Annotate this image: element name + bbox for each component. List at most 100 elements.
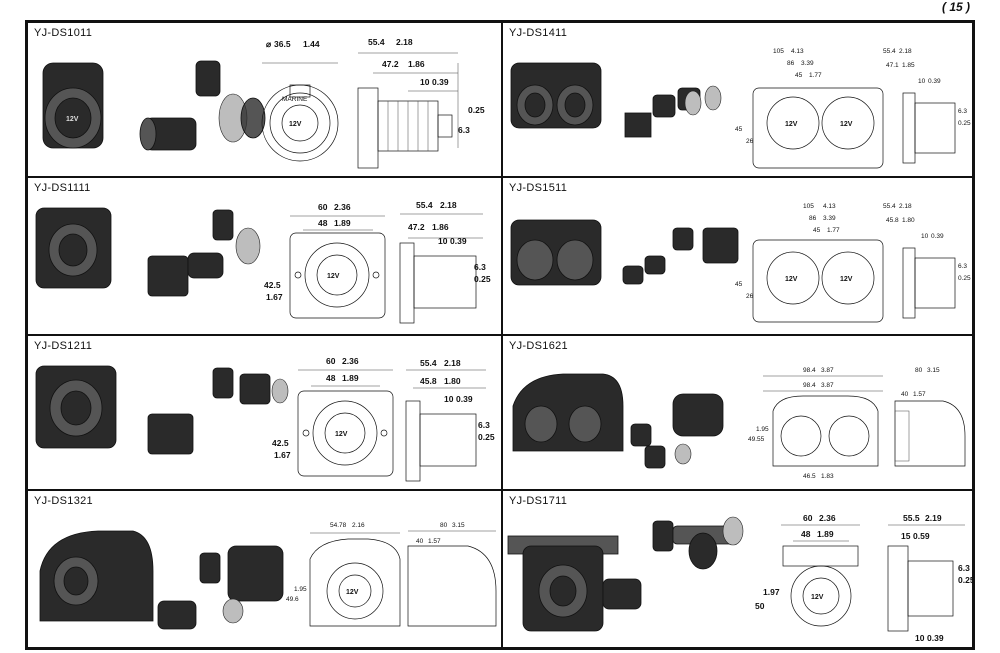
svg-text:1.77: 1.77 [809,72,822,79]
model-label: YJ-DS1621 [509,340,568,352]
product-cell-ds1711: YJ-DS1711 12V 60 2.36 48 1.89 50 [502,490,973,648]
svg-text:15: 15 [901,531,911,541]
svg-text:3.15: 3.15 [452,522,465,529]
socket-photo: 12V [42,62,104,149]
model-label: YJ-DS1711 [509,495,568,507]
svg-text:0.59: 0.59 [913,531,930,541]
svg-text:0.39: 0.39 [456,394,473,404]
svg-text:4.13: 4.13 [823,203,836,210]
page-number: ( 15 ) [941,0,970,14]
svg-text:47.1: 47.1 [886,62,899,69]
svg-text:45.8: 45.8 [886,217,899,224]
svg-text:6.3: 6.3 [474,262,486,272]
svg-text:10: 10 [438,236,448,246]
side-view: 80 3.15 40 1.57 [894,367,966,467]
svg-text:12V: 12V [840,276,853,283]
housing-photo [39,530,154,622]
svg-text:98.4: 98.4 [803,367,816,374]
side-view: 80 3.15 40 1.57 [407,522,497,627]
svg-text:40: 40 [416,538,424,545]
svg-text:0.39: 0.39 [432,77,449,87]
svg-text:6.3: 6.3 [958,263,967,270]
svg-text:12V: 12V [785,121,798,128]
svg-text:10: 10 [918,78,926,85]
svg-text:10: 10 [444,394,454,404]
svg-text:1.86: 1.86 [432,222,449,232]
dual-housing-photo [512,373,624,452]
svg-text:50: 50 [755,601,765,611]
product-cell-ds1211: YJ-DS1211 12V 60 2.36 48 1.89 42.5 [27,335,502,490]
model-label: YJ-DS1411 [509,27,568,39]
svg-text:47.2: 47.2 [382,59,399,69]
svg-text:55.4: 55.4 [883,48,896,55]
parts-photo [147,367,289,455]
svg-text:55.4: 55.4 [420,358,437,368]
model-label: YJ-DS1511 [509,182,568,194]
svg-text:36.5: 36.5 [274,39,291,49]
svg-text:12V: 12V [785,276,798,283]
svg-text:2.16: 2.16 [352,522,365,529]
svg-text:1.80: 1.80 [902,217,915,224]
product-drawing: 12V 60 2.36 48 1.89 42.5 1.67 55.4 2.18 … [35,356,495,482]
svg-text:55.5: 55.5 [903,513,920,523]
svg-text:3.39: 3.39 [823,215,836,222]
svg-text:54.78: 54.78 [330,522,347,529]
model-label: YJ-DS1111 [34,182,91,194]
svg-text:2.36: 2.36 [819,513,836,523]
product-drawing: 12V 54.78 2.16 49.6 1.95 80 3.15 40 1.57 [39,522,497,630]
svg-text:2.36: 2.36 [334,202,351,212]
svg-text:55.4: 55.4 [368,37,385,47]
front-view: 12V 12V 105 4.13 86 3.39 45 1.77 45 26 [735,48,884,169]
svg-text:105: 105 [773,48,784,55]
product-drawing: 98.4 3.87 98.4 3.87 46.5 1.83 49.55 1.95… [512,367,966,480]
svg-text:1.44: 1.44 [303,39,320,49]
product-drawing: 12V 12V 105 4.13 86 3.39 45 1.77 45 26 5… [510,203,971,323]
svg-text:10: 10 [420,77,430,87]
svg-text:1.77: 1.77 [827,227,840,234]
svg-text:6.3: 6.3 [958,563,970,573]
svg-text:80: 80 [440,522,448,529]
svg-text:1.97: 1.97 [763,587,780,597]
svg-text:1.57: 1.57 [913,391,926,398]
side-view: 55.4 2.18 47.2 1.86 10 0.39 0.25 6.3 [357,37,485,169]
side-view: 55.4 2.18 47.1 1.85 10 0.39 6.3 0.25 [883,48,971,164]
svg-text:0.25: 0.25 [958,275,971,282]
svg-text:105: 105 [803,203,814,210]
bracket-socket-photo [507,535,619,632]
svg-text:42.5: 42.5 [264,280,281,290]
product-cell-ds1011: YJ-DS1011 12V 12V MARINE ⌀ 36.5 [27,22,502,177]
svg-text:0.25: 0.25 [478,432,495,442]
model-label: YJ-DS1321 [34,495,93,507]
svg-text:46.5: 46.5 [803,473,816,480]
svg-text:45: 45 [795,72,803,79]
svg-text:12V: 12V [289,121,302,128]
svg-text:3.39: 3.39 [801,60,814,67]
side-view: 55.4 2.18 45.8 1.80 10 0.39 6.3 0.25 [405,358,495,482]
svg-text:2.18: 2.18 [444,358,461,368]
svg-text:45.8: 45.8 [420,376,437,386]
product-drawing: 12V 60 2.36 48 1.89 50 1.97 55.5 2.19 15… [507,513,973,643]
svg-text:0.39: 0.39 [931,233,944,240]
product-drawing: 12V 12V MARINE ⌀ 36.5 1.44 [42,37,485,169]
svg-text:49.55: 49.55 [748,436,765,443]
front-view: 12V 60 2.36 48 1.89 42.5 1.67 [272,356,394,477]
product-drawing: 12V 60 2.36 48 1.89 42.5 1.67 55.4 2.18 … [35,200,491,324]
svg-text:1.95: 1.95 [294,586,307,593]
socket-photo [35,207,112,289]
product-cell-ds1111: YJ-DS1111 12V 60 2.36 48 1.89 42.5 [27,177,502,335]
parts-photo [624,85,722,138]
parts-photo [157,545,284,630]
svg-text:0.39: 0.39 [450,236,467,246]
svg-text:0.25: 0.25 [958,120,971,127]
svg-text:26: 26 [746,293,754,300]
svg-text:0.25: 0.25 [958,575,973,585]
parts-photo [147,209,261,297]
product-sheet: YJ-DS1011 12V 12V MARINE ⌀ 36.5 [25,20,975,650]
svg-text:1.57: 1.57 [428,538,441,545]
svg-text:2.19: 2.19 [925,513,942,523]
svg-text:80: 80 [915,367,923,374]
model-label: YJ-DS1211 [34,340,93,352]
svg-text:2.18: 2.18 [899,203,912,210]
svg-text:1.95: 1.95 [756,426,769,433]
svg-text:86: 86 [809,215,817,222]
